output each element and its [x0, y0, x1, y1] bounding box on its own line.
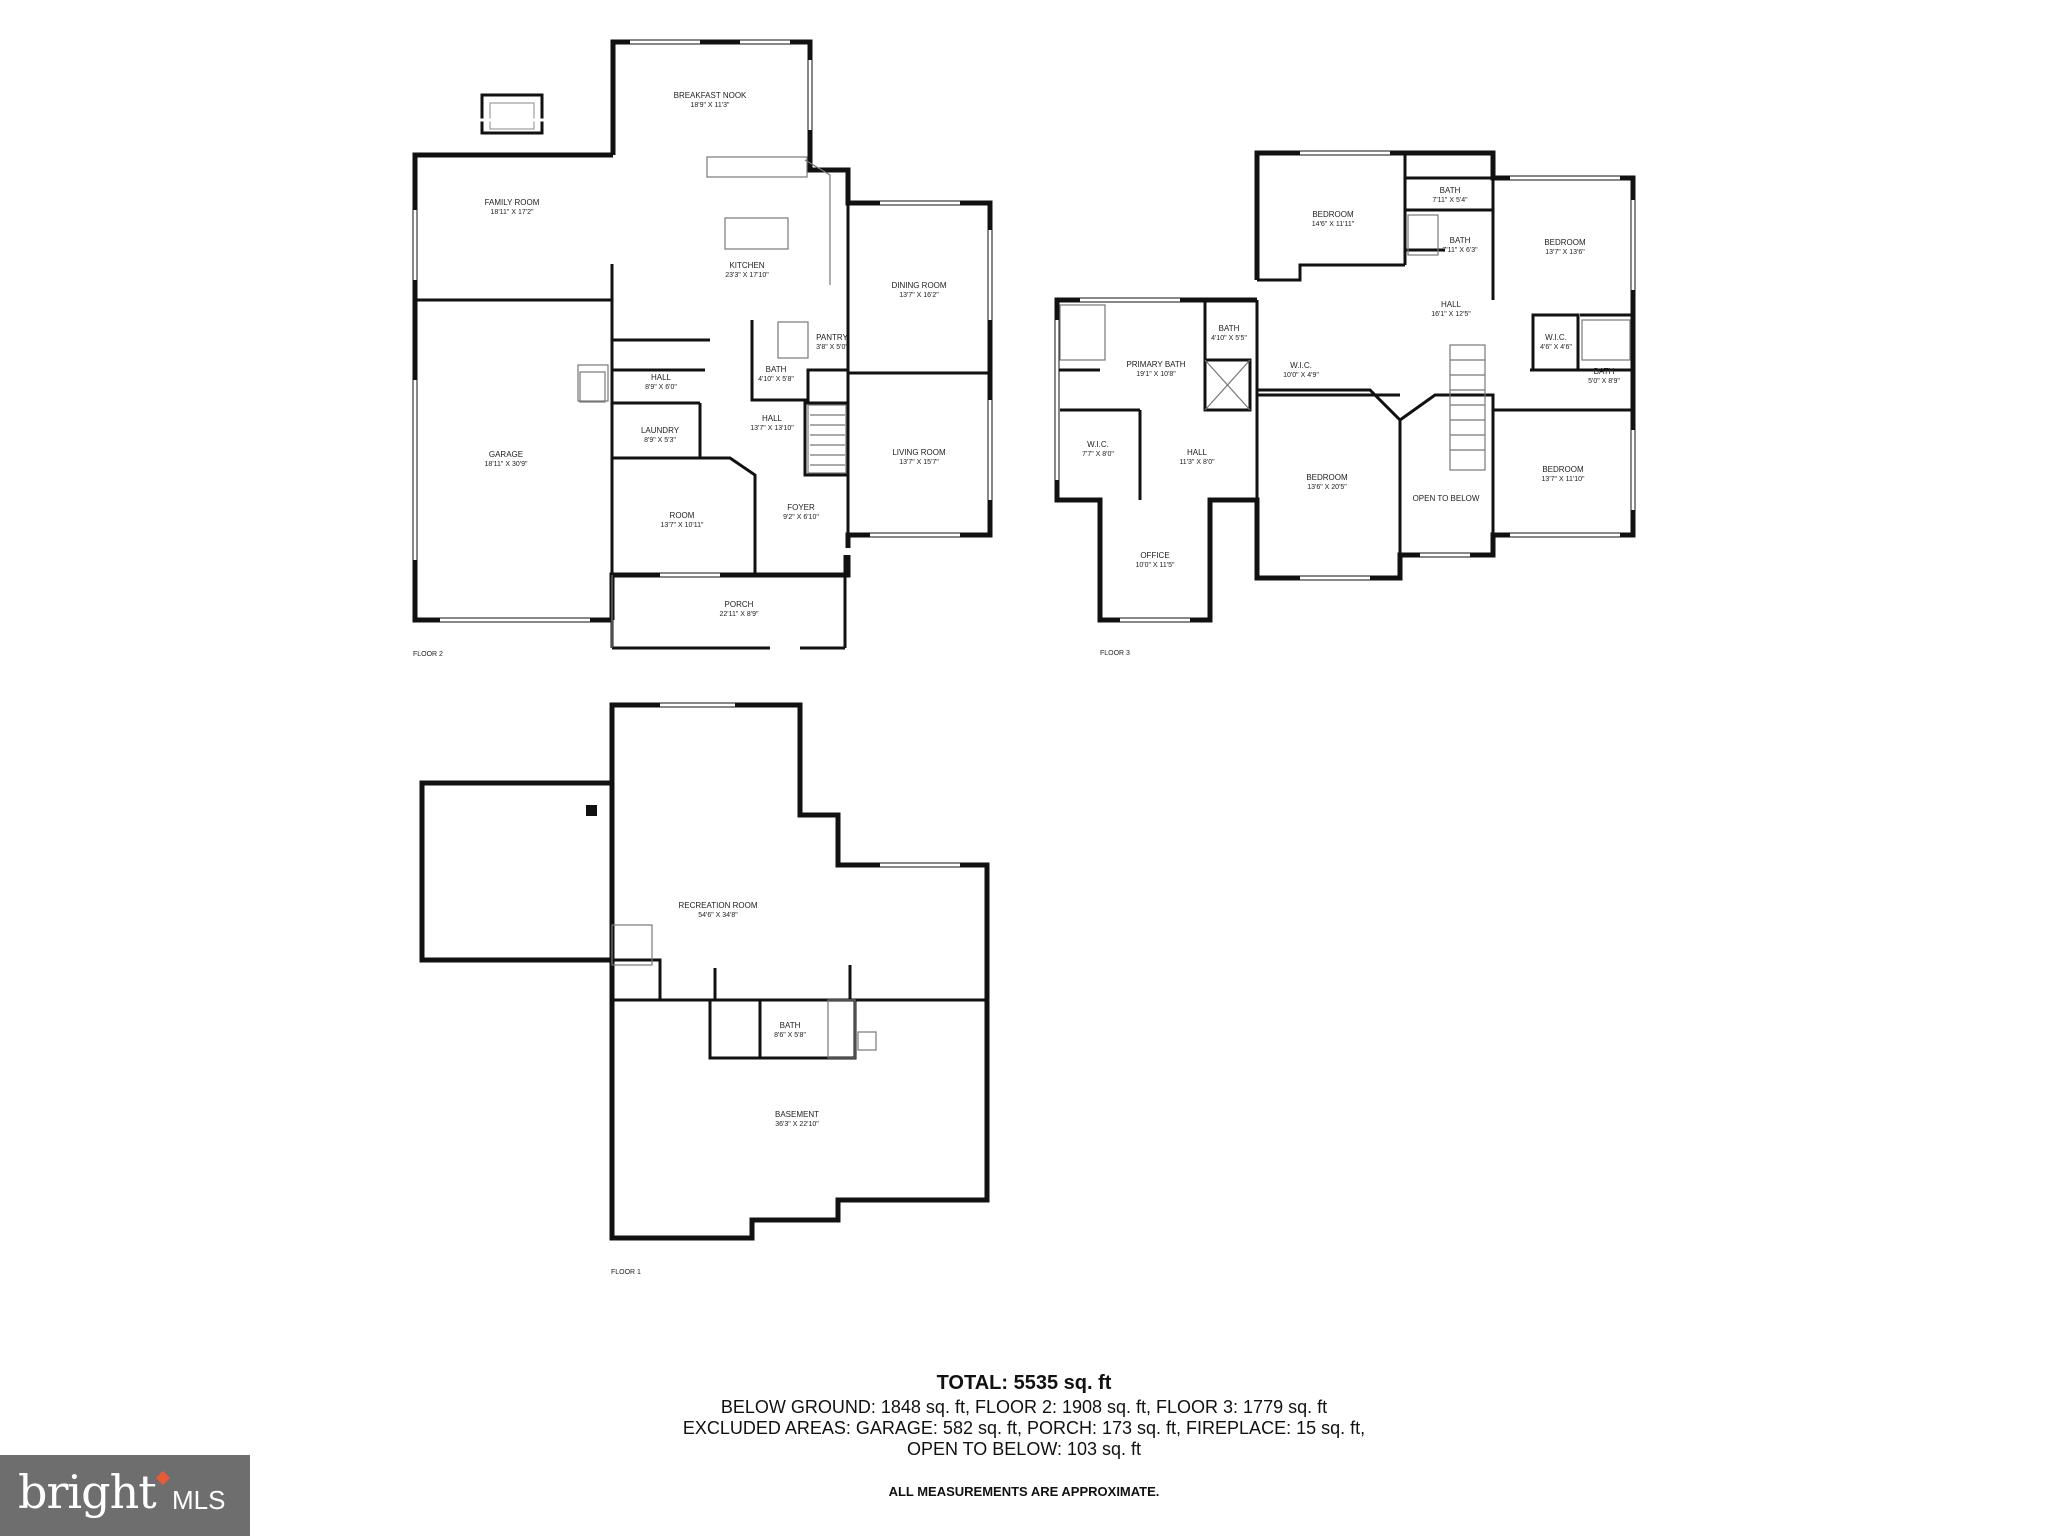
room-name: LIVING ROOM [892, 448, 946, 457]
room-name: ROOM [670, 511, 695, 520]
room-name: BEDROOM [1306, 473, 1348, 482]
room-dims: 14'6" X 11'11" [1312, 221, 1355, 228]
room-name: HALL [651, 373, 672, 382]
room-name: FAMILY ROOM [485, 198, 540, 207]
floor-1-plan [419, 702, 990, 1241]
room-name: PRIMARY BATH [1126, 360, 1185, 369]
room-dims: 13'6" X 20'5" [1307, 484, 1347, 491]
floor-label: FLOOR 2 [413, 651, 443, 658]
room-name: BASEMENT [775, 1110, 819, 1119]
room-name: W.I.C. [1545, 333, 1567, 342]
room-name: BEDROOM [1312, 210, 1354, 219]
room-dims: 13'7" X 13'6" [1545, 249, 1585, 256]
room-dims: 19'1" X 10'8" [1136, 371, 1176, 378]
room-dims: 8'9" X 6'0" [645, 384, 677, 391]
room-dims: 3'8" X 5'0" [816, 344, 848, 351]
room-dims: 5'0" X 8'9" [1588, 378, 1620, 385]
area-breakdown-line-3: OPEN TO BELOW: 103 sq. ft [906, 1439, 1142, 1459]
room-dims: 16'1" X 12'5" [1431, 311, 1471, 318]
room-name: KITCHEN [729, 261, 764, 270]
room-dims: 13'7" X 10'11" [661, 522, 704, 529]
room-dims: 22'11" X 8'9" [719, 611, 759, 618]
room-name: DINING ROOM [891, 281, 946, 290]
room-dims: 4'10" X 5'8" [758, 376, 794, 383]
logo-suffix: MLS [172, 1485, 226, 1515]
room-name: BATH [1440, 186, 1461, 195]
room-dims: 7'11" X 6'3" [1442, 247, 1478, 254]
room-dims: 23'3" X 17'10" [725, 272, 769, 279]
room-name: HALL [1187, 448, 1208, 457]
room-name: PANTRY [816, 333, 848, 342]
room-name: BATH [780, 1021, 801, 1030]
room-name: W.I.C. [1087, 440, 1109, 449]
area-breakdown-line-1: BELOW GROUND: 1848 sq. ft, FLOOR 2: 1908… [720, 1397, 1328, 1417]
room-dims: 36'3" X 22'10" [775, 1121, 819, 1128]
room-name: GARAGE [489, 450, 523, 459]
room-name: BEDROOM [1544, 238, 1586, 247]
approximate-note: ALL MEASUREMENTS ARE APPROXIMATE. [888, 1484, 1160, 1499]
total-area: TOTAL: 5535 sq. ft [936, 1372, 1112, 1394]
floor-label: FLOOR 1 [611, 1269, 641, 1276]
room-name: W.I.C. [1290, 361, 1312, 370]
room-name: RECREATION ROOM [679, 901, 758, 910]
room-dims: 54'6" X 34'8" [698, 912, 738, 919]
room-name: BEDROOM [1542, 465, 1584, 474]
room-name: LAUNDRY [641, 426, 680, 435]
room-dims: 8'6" X 5'8" [774, 1032, 806, 1039]
room-dims: 10'0" X 4'9" [1283, 372, 1319, 379]
room-name: OFFICE [1140, 551, 1169, 560]
room-dims: 13'7" X 16'2" [899, 292, 939, 299]
logo-brand: bright [18, 1465, 157, 1519]
room-name: HALL [762, 414, 783, 423]
room-dims: 7'11" X 5'4" [1432, 197, 1468, 204]
room-name: BATH [1594, 367, 1615, 376]
area-breakdown-line-2: EXCLUDED AREAS: GARAGE: 582 sq. ft, PORC… [682, 1418, 1366, 1438]
room-name: BATH [1450, 236, 1471, 245]
room-name: BATH [1219, 324, 1240, 333]
room-dims: 9'2" X 6'10" [783, 514, 819, 521]
room-name: BREAKFAST NOOK [674, 91, 747, 100]
room-name: HALL [1441, 300, 1462, 309]
room-labels: BREAKFAST NOOK 18'9" X 11'3" FAMILY ROOM… [413, 91, 1620, 1276]
logo-dot-icon [155, 1470, 171, 1486]
room-name: PORCH [725, 600, 754, 609]
room-dims: 13'7" X 15'7" [899, 459, 939, 466]
bright-mls-logo: bright MLS [0, 1455, 250, 1536]
room-dims: 7'7" X 8'0" [1082, 451, 1114, 458]
room-dims: 11'3" X 8'0" [1179, 459, 1215, 466]
room-dims: 10'0" X 11'5" [1135, 562, 1175, 569]
room-dims: 18'11" X 17'2" [491, 209, 534, 216]
room-dims: 13'7" X 13'10" [750, 425, 794, 432]
room-dims: 13'7" X 11'10" [1542, 476, 1585, 483]
room-dims: 4'6" X 4'6" [1540, 344, 1572, 351]
room-dims: 4'10" X 5'5" [1211, 335, 1247, 342]
room-name: OPEN TO BELOW [1413, 494, 1480, 503]
floor-label: FLOOR 3 [1100, 650, 1130, 657]
room-dims: 18'9" X 11'3" [690, 102, 730, 109]
floor-2-plan [412, 39, 993, 650]
floor-3-plan [1054, 150, 1636, 623]
room-dims: 8'9" X 5'3" [644, 437, 676, 444]
room-dims: 18'11" X 30'9" [485, 461, 528, 468]
room-name: BATH [766, 365, 787, 374]
room-name: FOYER [787, 503, 815, 512]
